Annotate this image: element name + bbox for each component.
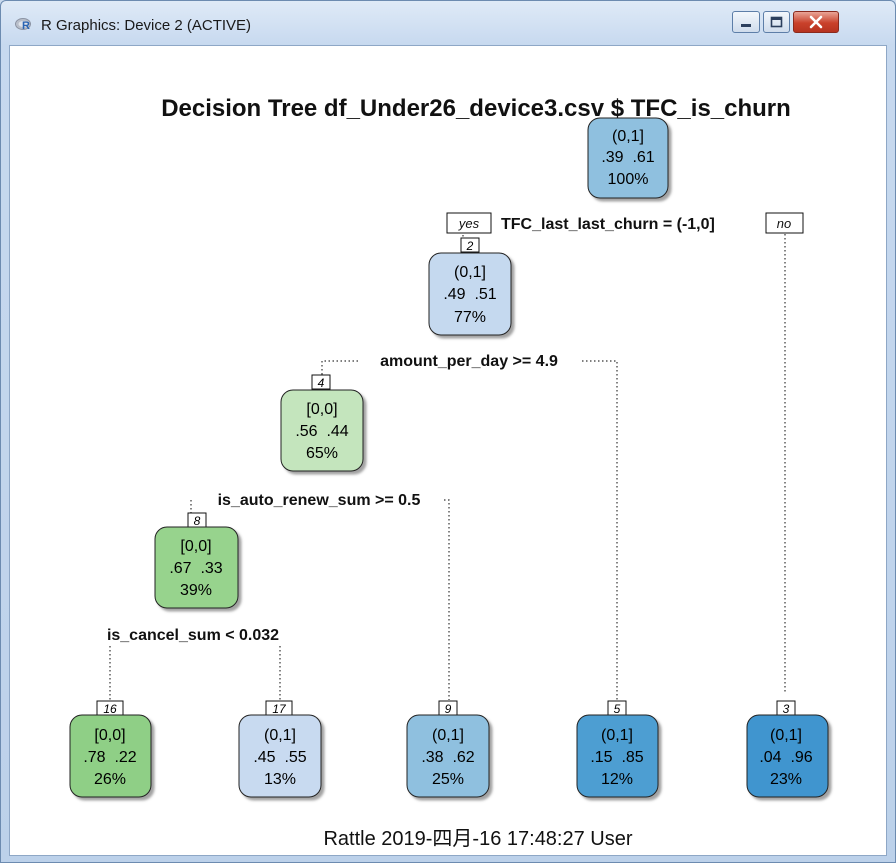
node-id: 9 [445,702,452,716]
node-percent: 65% [306,445,338,462]
minimize-button[interactable] [732,11,760,33]
node-class: [0,0] [306,401,337,418]
title-bar[interactable]: R R Graphics: Device 2 (ACTIVE) [1,1,895,45]
maximize-icon [770,16,783,28]
node-probs: .04 .96 [759,749,812,766]
node-percent: 100% [608,171,649,188]
plot-area: Decision Tree df_Under26_device3.csv $ T… [9,45,887,856]
node-box [587,117,669,199]
node-5: 5 (0,1] .15 .85 12% [576,700,659,798]
node-class: [0,0] [94,727,125,744]
decision-tree-plot: Decision Tree df_Under26_device3.csv $ T… [69,95,829,850]
node-box [69,714,152,798]
node-class: (0,1] [770,727,802,744]
node-class: (0,1] [264,727,296,744]
node-box [746,714,829,798]
node-class: (0,1] [601,727,633,744]
close-button[interactable] [793,11,839,33]
node-class: [0,0] [180,538,211,555]
node-id-box [460,237,480,253]
node-percent: 23% [770,771,802,788]
node-class: (0,1] [454,264,486,281]
node-percent: 77% [454,309,486,326]
node-box [238,714,322,798]
node-probs: .78 .22 [83,749,136,766]
node-percent: 39% [180,582,212,599]
svg-text:R: R [22,20,30,31]
node-probs: .67 .33 [169,560,222,577]
node-17: 17 (0,1] .45 .55 13% [238,700,322,798]
node-probs: .38 .62 [421,749,474,766]
node-3: 3 (0,1] .04 .96 23% [746,700,829,798]
node-id: 17 [272,702,287,716]
node-box [428,252,512,336]
node-percent: 25% [432,771,464,788]
edge-2-5 [582,360,618,700]
edge-4-9 [444,499,450,700]
node-probs: .15 .85 [590,749,643,766]
node-id: 8 [194,514,201,528]
split-label-1: TFC_last_last_churn = (-1,0] [501,216,715,233]
svg-text:yes: yes [458,216,480,231]
node-id: 5 [614,702,621,716]
node-percent: 26% [94,771,126,788]
node-id-box [311,374,331,390]
r-logo-icon: R [15,18,31,31]
node-2: 2 (0,1] .49 .51 77% [428,237,512,336]
window-title: R Graphics: Device 2 (ACTIVE) [41,17,252,34]
node-id: 3 [783,702,790,716]
node-1: (0,1] .39 .61 100% [587,117,669,199]
node-box [280,389,364,472]
node-8: 8 [0,0] .67 .33 39% [154,512,239,609]
plot-footer: Rattle 2019-四月-16 17:48:27 User [323,828,632,850]
edge-2-4 [321,360,358,376]
node-4: 4 [0,0] .56 .44 65% [280,374,364,472]
split-label-3: is_auto_renew_sum >= 0.5 [218,492,421,509]
split-label-2: amount_per_day >= 4.9 [380,353,558,370]
node-16: 16 [0,0] .78 .22 26% [69,700,152,798]
node-probs: .39 .61 [601,149,654,166]
node-9: 9 (0,1] .38 .62 25% [406,700,490,798]
node-class: (0,1] [432,727,464,744]
close-icon [809,15,823,29]
node-box [406,714,490,798]
node-percent: 12% [601,771,633,788]
edge-1-3 [784,223,803,693]
node-probs: .45 .55 [253,749,306,766]
node-id: 16 [103,702,117,716]
yes-branch-label: yes [446,212,492,234]
svg-text:no: no [777,216,791,231]
minimize-icon [741,24,751,27]
node-box [154,526,239,609]
node-probs: .49 .51 [443,286,496,303]
plot-title: Decision Tree df_Under26_device3.csv $ T… [161,95,791,122]
node-class: (0,1] [612,128,644,145]
split-label-4: is_cancel_sum < 0.032 [107,627,279,644]
node-percent: 13% [264,771,296,788]
node-box [576,714,659,798]
node-id: 2 [466,239,474,253]
node-id: 4 [318,376,325,390]
maximize-button[interactable] [763,11,790,33]
no-branch-label: no [765,212,804,234]
node-probs: .56 .44 [295,423,348,440]
